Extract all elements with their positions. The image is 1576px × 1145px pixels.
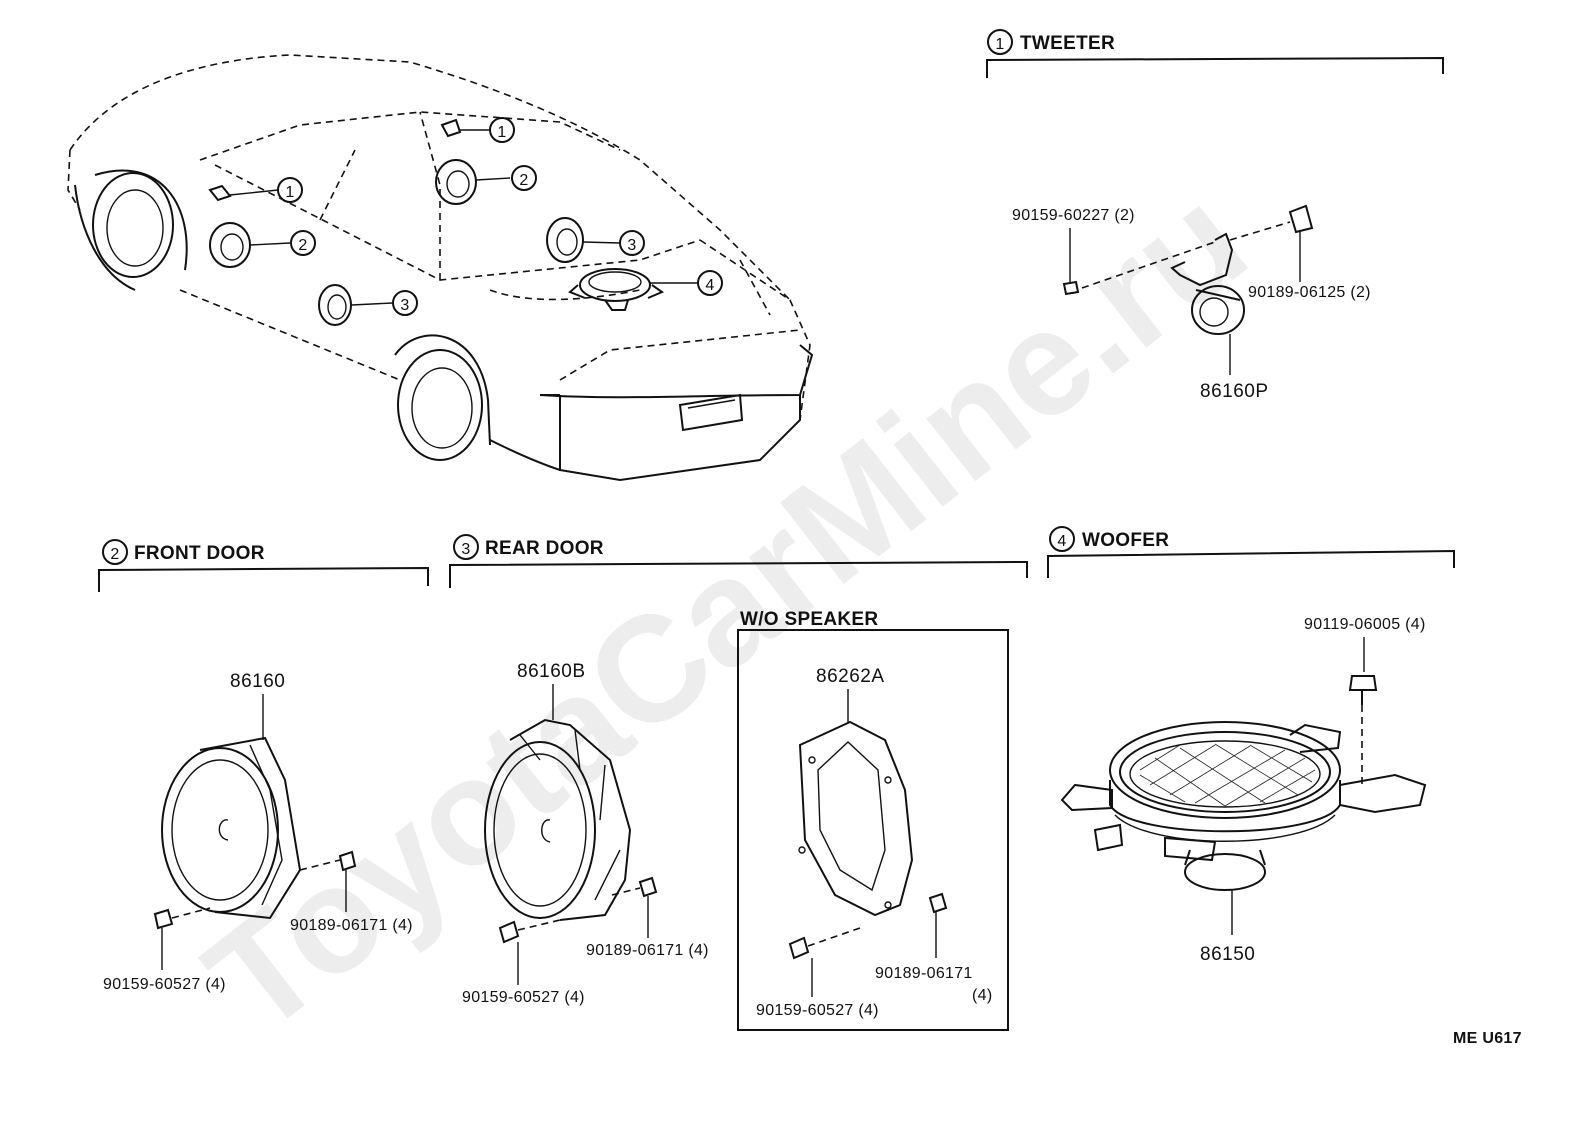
svg-text:1: 1: [285, 184, 294, 201]
wo-speaker-screw-label: 90159-60527 (4): [756, 1002, 879, 1019]
woofer-mesh: [1139, 743, 1316, 807]
front-door-nut-label: 90189-06171 (4): [290, 917, 413, 934]
woofer-number: 4: [1057, 533, 1066, 550]
svg-text:2: 2: [298, 237, 307, 254]
tweeter-nut-label: 90189-06125 (2): [1248, 284, 1371, 301]
svg-text:3: 3: [400, 297, 409, 314]
rear-door-bracket: [449, 560, 1028, 588]
front-door-speaker-label: 86160: [230, 671, 285, 692]
callout-1-left: 1: [277, 177, 303, 203]
callout-4: 4: [697, 270, 723, 296]
section-wo-speaker: W/O SPEAKER 86262A 90189-06171 (4) 90159…: [737, 609, 1009, 1031]
svg-text:4: 4: [705, 277, 714, 294]
wo-speaker-box: [737, 629, 1009, 1031]
rear-door-screw-label: 90159-60527 (4): [462, 989, 585, 1006]
section-rear-door: 3 REAR DOOR 86160B 90189-06171 (4) 90159…: [449, 534, 1028, 1006]
svg-text:3: 3: [627, 237, 636, 254]
car-illustration: [67, 54, 814, 482]
callout-1-right: 1: [489, 117, 515, 143]
tweeter-title: TWEETER: [1020, 33, 1115, 54]
front-door-screw-label: 90159-60527 (4): [103, 976, 226, 993]
callout-2-right: 2: [511, 165, 537, 191]
tweeter-screw-label: 90159-60227 (2): [1012, 207, 1135, 224]
woofer-speaker-label: 86150: [1200, 944, 1255, 965]
rear-door-number: 3: [461, 541, 470, 558]
figure-code: ME U617: [1453, 1030, 1522, 1047]
callout-3-left: 3: [392, 290, 418, 316]
rear-door-nut-label: 90189-06171 (4): [586, 942, 709, 959]
wo-speaker-title: W/O SPEAKER: [740, 609, 878, 630]
car-callouts: 1 2 3 1 2 3 4: [277, 117, 723, 316]
section-tweeter: 1 TWEETER 90159-60227 (2) 90189-06125 (2…: [986, 29, 1444, 402]
front-door-title: FRONT DOOR: [134, 543, 265, 564]
front-door-number: 2: [110, 546, 119, 563]
section-woofer: 4 WOOFER 90119-06005 (4) 86150: [1047, 526, 1455, 965]
svg-text:2: 2: [519, 172, 528, 189]
wo-speaker-nut-qty: (4): [972, 987, 992, 1004]
wo-speaker-plate-label: 86262A: [816, 666, 885, 687]
callout-2-left: 2: [290, 230, 316, 256]
section-front-door: 2 FRONT DOOR 86160 90189-06171 (4) 90159…: [98, 539, 429, 993]
tweeter-speaker-label: 86160P: [1200, 381, 1269, 402]
tweeter-bracket: [986, 56, 1444, 78]
svg-text:1: 1: [497, 124, 506, 141]
rear-door-title: REAR DOOR: [485, 538, 604, 559]
rear-door-speaker-label: 86160B: [517, 661, 586, 682]
woofer-bracket: [1047, 549, 1455, 578]
tweeter-number: 1: [995, 36, 1004, 53]
wo-speaker-nut-label: 90189-06171: [875, 965, 973, 982]
callout-3-right: 3: [619, 230, 645, 256]
woofer-bolt-label: 90119-06005 (4): [1304, 616, 1426, 633]
woofer-title: WOOFER: [1082, 530, 1169, 551]
front-door-bracket: [98, 566, 429, 592]
